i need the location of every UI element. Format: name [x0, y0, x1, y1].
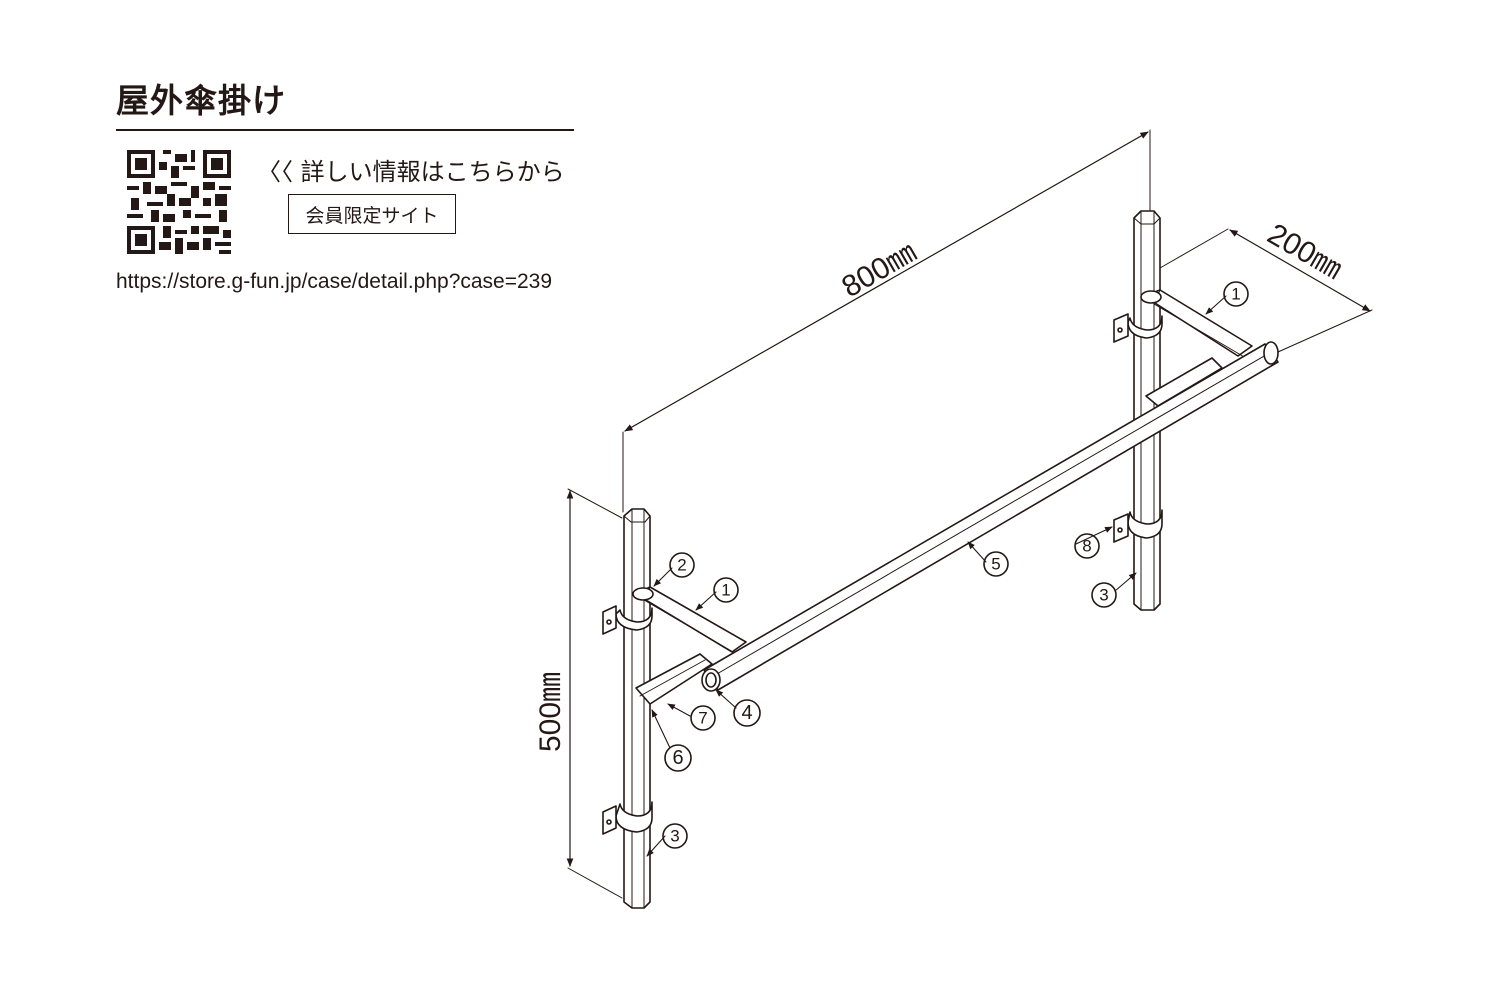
left-lower-bracket [602, 801, 653, 835]
callout-5: 5 [991, 555, 1000, 574]
details-link[interactable]: 〈〈 詳しい情報はこちらから [257, 158, 565, 186]
callout-6: 6 [672, 747, 683, 769]
member-site-badge[interactable]: 会員限定サイト [288, 194, 456, 234]
callout-7: 7 [698, 709, 707, 728]
product-url[interactable]: https://store.g-fun.jp/case/detail.php?c… [116, 270, 553, 293]
main-bar [701, 341, 1279, 692]
callout-4: 4 [741, 702, 752, 724]
callout-circles [662, 281, 1249, 849]
title-divider [116, 129, 574, 131]
right-lower-arm [1145, 357, 1223, 407]
right-upper-arm [1140, 289, 1253, 359]
dimension-800 [622, 129, 1151, 513]
depth-label: 200㎜ [1262, 217, 1348, 286]
callout-2: 2 [677, 556, 686, 575]
callout-3-left: 3 [670, 827, 679, 846]
dimension-200 [1159, 228, 1373, 353]
width-label: 800㎜ [836, 235, 922, 304]
left-lower-arm [635, 653, 713, 705]
page-title: 屋外傘掛け [116, 81, 286, 120]
right-upper-bracket [1113, 313, 1163, 343]
right-lower-bracket [1113, 509, 1163, 543]
height-label: 500㎜ [534, 672, 567, 752]
dimension-500 [566, 488, 623, 899]
left-upper-arm [632, 586, 747, 657]
callout-1-left: 1 [721, 581, 730, 600]
callout-3-right: 3 [1099, 586, 1108, 605]
qr-code-icon[interactable] [127, 150, 231, 254]
left-upper-bracket [602, 605, 653, 635]
callout-8: 8 [1082, 537, 1091, 556]
left-post [623, 508, 651, 909]
callout-1-right: 1 [1231, 285, 1240, 304]
